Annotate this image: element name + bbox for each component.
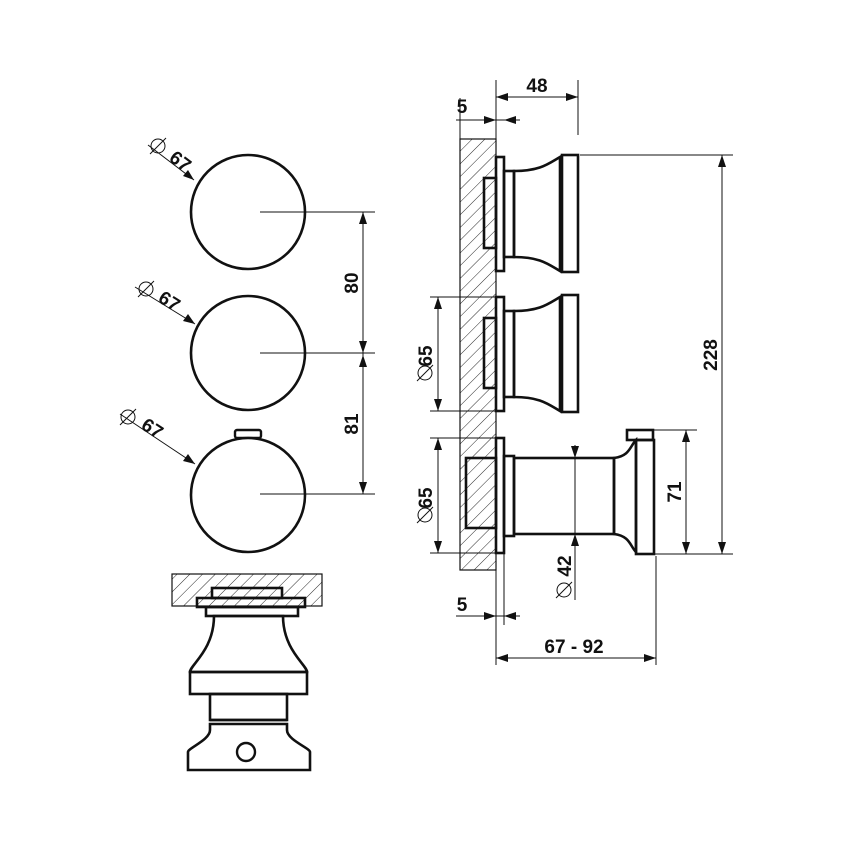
knob-depth-label: 48 (526, 76, 547, 97)
diameter-label-middle: 67 (154, 287, 183, 316)
side-knob-bottom (464, 428, 656, 556)
knob-bottom (189, 436, 307, 554)
diameter-label-top: 67 (165, 147, 195, 176)
spacing-upper-label: 80 (342, 272, 363, 293)
side-view: 48 5 228 71 65 (416, 76, 733, 665)
diameter-callout-top: 67 (147, 137, 195, 181)
total-height-label: 228 (701, 339, 722, 371)
side-knob-top (482, 153, 580, 274)
diameter-label-bottom: 67 (137, 415, 166, 444)
diameter-callout-middle: 67 (134, 280, 196, 325)
front-view: 80 81 67 67 67 (119, 137, 375, 772)
flange-diameter-lower-label: 65 (416, 487, 437, 509)
bottom-profile-view (171, 573, 323, 772)
wall-offset-bottom-label: 5 (457, 595, 468, 616)
wall-offset-top-label: 5 (457, 97, 468, 118)
flange-diameter-upper-label: 65 (416, 345, 437, 367)
depth-range-label: 67 - 92 (544, 637, 603, 658)
spacing-lower-label: 81 (342, 413, 363, 435)
lever-pin (235, 741, 257, 763)
stem-diameter-callout: 42 (555, 555, 576, 599)
lever-height-label: 71 (665, 481, 686, 503)
stem-diameter-label: 42 (555, 555, 576, 576)
flange-diameter-lower-callout: 65 (416, 487, 437, 524)
wall-section (171, 573, 323, 607)
diameter-callout-bottom: 67 (119, 408, 196, 465)
flange-diameter-upper-callout: 65 (416, 345, 437, 382)
side-knob-middle (482, 293, 580, 414)
